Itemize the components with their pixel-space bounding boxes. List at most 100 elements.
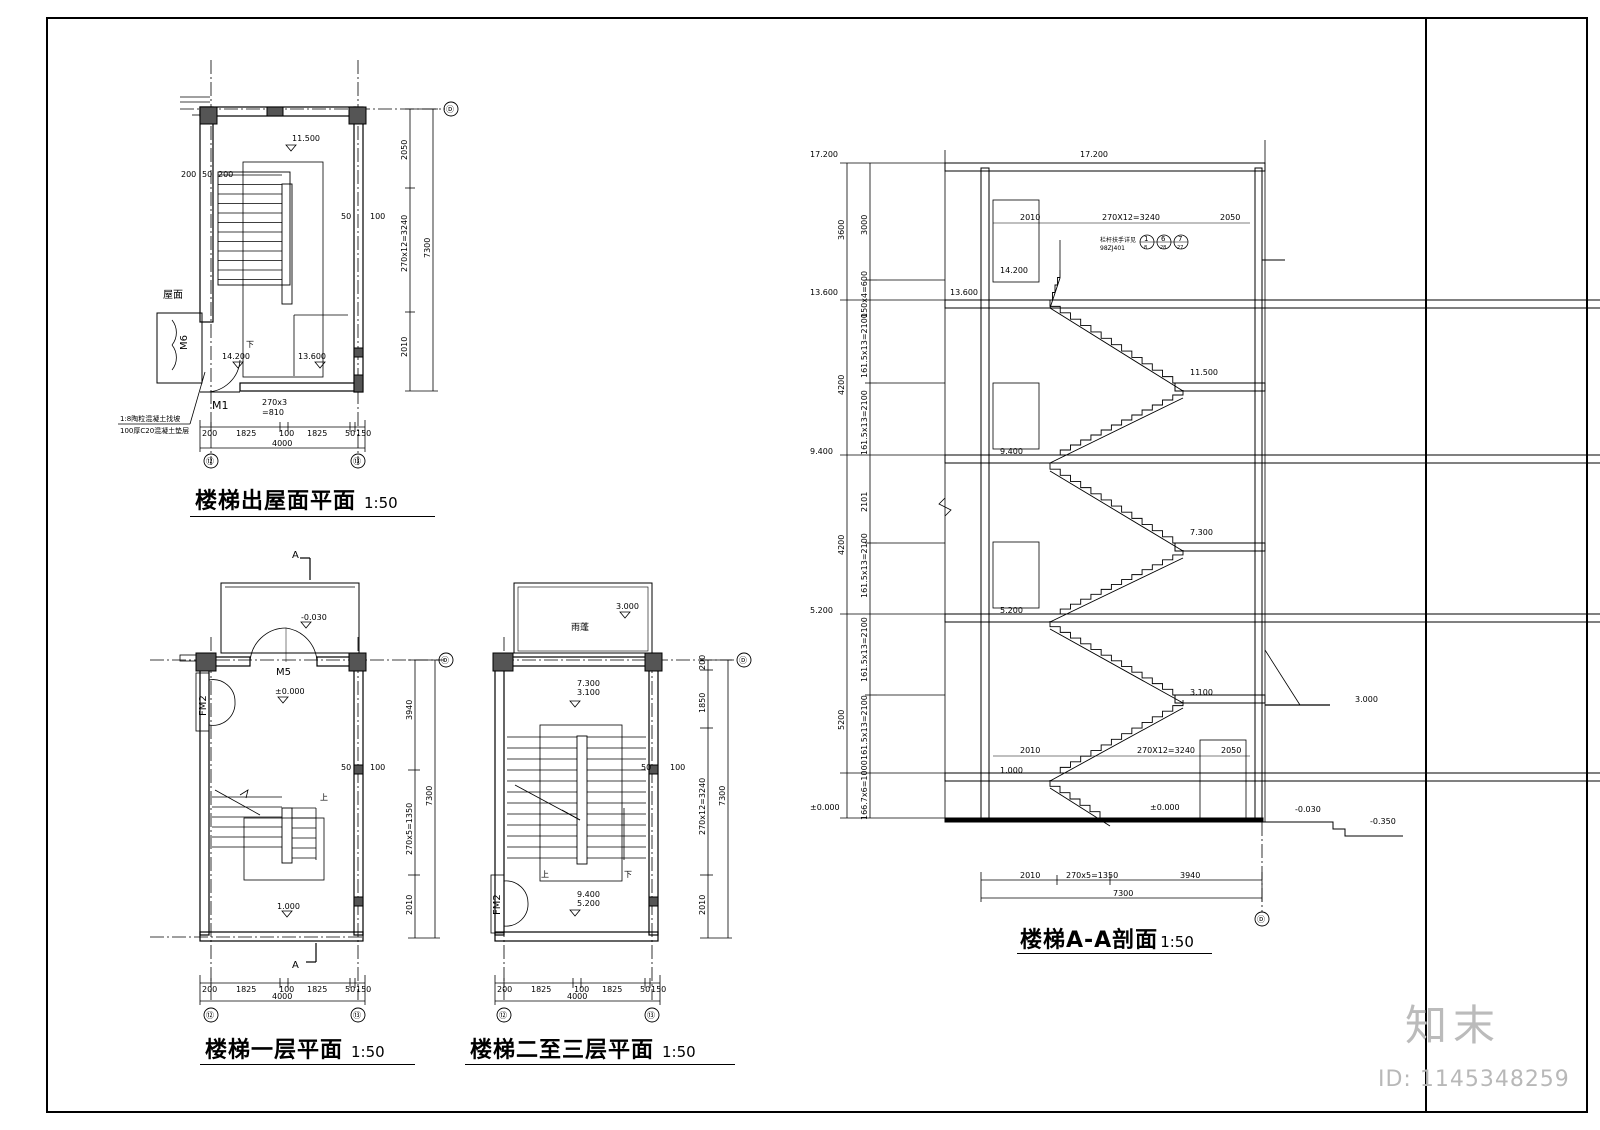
svg-text:7300: 7300 — [423, 238, 432, 258]
second-floor-plan — [490, 582, 752, 1023]
svg-text:4200: 4200 — [837, 535, 846, 555]
svg-text:1.000: 1.000 — [1000, 766, 1023, 775]
title-first-plan: 楼梯一层平面 1:50 — [205, 1032, 385, 1064]
svg-text:⑬: ⑬ — [353, 1011, 361, 1020]
watermark-logo: 知末 — [1405, 1001, 1502, 1050]
svg-text:-0.030: -0.030 — [301, 613, 327, 622]
svg-text:9.400: 9.400 — [810, 447, 833, 456]
svg-text:161.5x13=2100: 161.5x13=2100 — [860, 533, 869, 598]
svg-text:270X12=3240: 270X12=3240 — [1137, 746, 1195, 755]
svg-text:28: 28 — [1160, 245, 1166, 251]
svg-text:7.300: 7.300 — [1190, 528, 1213, 537]
svg-text:5.200: 5.200 — [810, 606, 833, 615]
svg-text:2010: 2010 — [698, 895, 707, 915]
second-floor-plan-labels: 3.000 雨蓬 7.300 3.100 9.400 5.200 上 下 FM2… — [492, 602, 747, 1020]
svg-text:5200: 5200 — [837, 710, 846, 730]
svg-text:⑫: ⑫ — [206, 1011, 214, 1020]
svg-text:50: 50 — [345, 985, 355, 994]
title-roof-plan: 楼梯出屋面平面 1:50 — [195, 483, 398, 515]
svg-text:13.600: 13.600 — [298, 352, 326, 361]
svg-text:±0.000: ±0.000 — [1150, 803, 1180, 812]
svg-text:14.200: 14.200 — [222, 352, 250, 361]
title-first-plan-scale: 1:50 — [351, 1043, 385, 1061]
svg-text:11.500: 11.500 — [1190, 368, 1218, 377]
svg-text:⑫: ⑫ — [499, 1011, 507, 1020]
svg-text:1825: 1825 — [602, 985, 622, 994]
svg-text:50: 50 — [345, 429, 355, 438]
svg-text:上: 上 — [541, 870, 549, 879]
svg-text:100: 100 — [279, 985, 294, 994]
svg-text:2010: 2010 — [405, 895, 414, 915]
svg-text:50: 50 — [641, 763, 651, 772]
roof-plan-labels: 11.500 14.200 13.600 屋面 M6 M1 下 270x3 =8… — [120, 105, 454, 466]
svg-text:200: 200 — [202, 985, 217, 994]
svg-text:161.5x13=2100: 161.5x13=2100 — [860, 695, 869, 760]
svg-text:3.000: 3.000 — [1355, 695, 1378, 704]
svg-text:7300: 7300 — [425, 786, 434, 806]
svg-text:下: 下 — [624, 870, 632, 879]
svg-text:7300: 7300 — [718, 786, 727, 806]
svg-text:2010: 2010 — [1020, 213, 1040, 222]
title-first-plan-text: 楼梯一层平面 — [205, 1038, 344, 1063]
svg-text:A: A — [292, 960, 299, 971]
svg-text:1.000: 1.000 — [277, 902, 300, 911]
svg-text:14.200: 14.200 — [1000, 266, 1028, 275]
svg-text:150x4=600: 150x4=600 — [860, 271, 869, 318]
svg-text:M5: M5 — [276, 667, 291, 678]
svg-text:100厚C20混凝土垫层: 100厚C20混凝土垫层 — [120, 426, 189, 435]
title-roof-plan-text: 楼梯出屋面平面 — [195, 489, 357, 514]
title-roof-underline — [190, 516, 435, 517]
svg-text:13.600: 13.600 — [810, 288, 838, 297]
svg-text:FM2: FM2 — [492, 894, 503, 915]
svg-text:27: 27 — [1177, 245, 1183, 251]
svg-text:下: 下 — [246, 340, 254, 349]
title-roof-plan-scale: 1:50 — [364, 494, 398, 512]
svg-text:161.5x13=2100: 161.5x13=2100 — [860, 313, 869, 378]
svg-text:1825: 1825 — [531, 985, 551, 994]
svg-text:200: 200 — [497, 985, 512, 994]
svg-text:150: 150 — [356, 429, 371, 438]
svg-text:150: 150 — [356, 985, 371, 994]
svg-text:17.200: 17.200 — [810, 150, 838, 159]
svg-text:50: 50 — [341, 212, 351, 221]
svg-text:100: 100 — [670, 763, 685, 772]
svg-text:±0.000: ±0.000 — [810, 803, 840, 812]
svg-text:100: 100 — [370, 763, 385, 772]
svg-text:屋面: 屋面 — [163, 289, 183, 301]
svg-text:270x3: 270x3 — [262, 398, 287, 407]
svg-text:98ZJ401: 98ZJ401 — [1100, 245, 1125, 252]
svg-text:7: 7 — [1178, 235, 1182, 243]
svg-text:4000: 4000 — [567, 992, 587, 1001]
svg-text:-0.030: -0.030 — [1295, 805, 1321, 814]
svg-text:7300: 7300 — [1113, 889, 1133, 898]
svg-text:⑫: ⑫ — [206, 457, 214, 466]
title-section-scale: 1:50 — [1160, 933, 1194, 951]
svg-text:100: 100 — [574, 985, 589, 994]
watermark-id: ID: 1145348259 — [1378, 1067, 1570, 1092]
svg-text:50: 50 — [341, 763, 351, 772]
sheet-frame — [46, 17, 1588, 1113]
svg-text:1: 1 — [1144, 235, 1148, 243]
svg-text:2050: 2050 — [1220, 213, 1240, 222]
svg-text:17.200: 17.200 — [1080, 150, 1108, 159]
svg-text:1850: 1850 — [698, 693, 707, 713]
svg-text:200: 200 — [218, 170, 233, 179]
svg-text:Ⓓ: Ⓓ — [1257, 915, 1265, 924]
svg-text:2010: 2010 — [400, 337, 409, 357]
svg-text:4000: 4000 — [272, 439, 292, 448]
svg-text:雨蓬: 雨蓬 — [571, 621, 589, 633]
section-view-labels: 17.200 13.600 9.400 5.200 ±0.000 17.200 … — [810, 150, 1396, 924]
first-floor-plan — [150, 557, 454, 1023]
svg-text:50: 50 — [202, 170, 212, 179]
svg-text:±0.000: ±0.000 — [275, 687, 305, 696]
svg-text:Ⓓ: Ⓓ — [446, 105, 454, 114]
svg-text:3940: 3940 — [1180, 871, 1200, 880]
svg-text:上: 上 — [320, 793, 328, 802]
svg-text:8: 8 — [1144, 245, 1147, 251]
svg-text:270x5=1350: 270x5=1350 — [1066, 871, 1118, 880]
svg-text:3000: 3000 — [860, 215, 869, 235]
svg-text:1:8陶粒混凝土找坡: 1:8陶粒混凝土找坡 — [120, 414, 180, 423]
svg-text:5.200: 5.200 — [577, 899, 600, 908]
